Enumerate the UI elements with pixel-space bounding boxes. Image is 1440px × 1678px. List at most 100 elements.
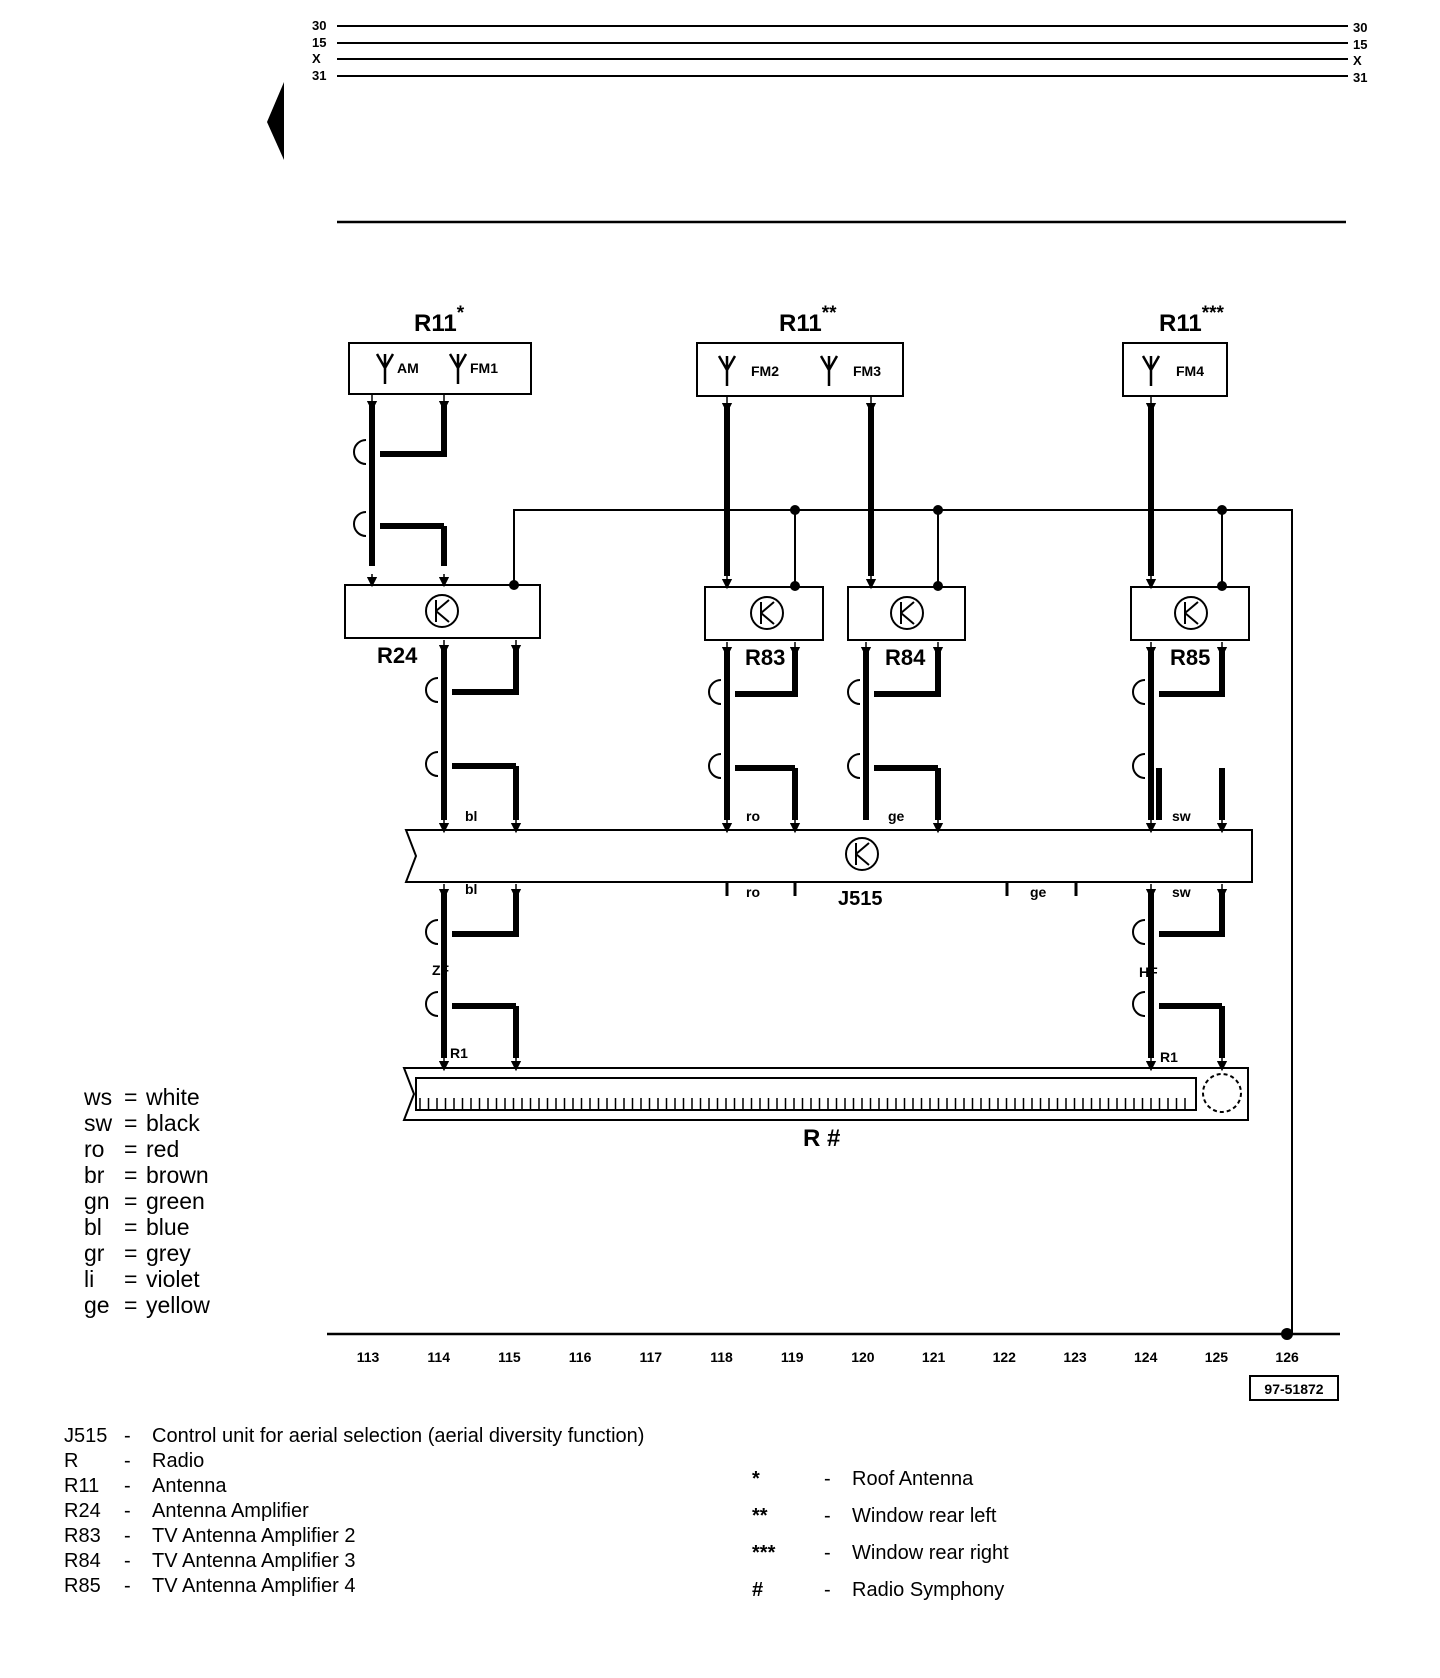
wire-color-label-bottom-ge: ge [1030,884,1047,900]
legend-code: gr [84,1240,105,1266]
legend-dash: - [824,1505,831,1527]
plug-label-r1-right: R1 [1160,1049,1178,1065]
legend-row: R-Radio [64,1449,644,1474]
position-label: 119 [781,1349,804,1365]
antenna-icon [448,353,468,384]
figure-id: 97-51872 [1264,1381,1323,1397]
legend-dash: - [824,1579,831,1601]
legend-row: ws = white [84,1084,210,1110]
antenna-fm4-label: FM4 [1176,363,1204,379]
legend-code: J515 [64,1425,108,1447]
amplifier-r85-label: R85 [1170,645,1210,670]
legend-eq: = [124,1162,138,1188]
legend-dash: - [124,1475,131,1497]
legend-color-name: violet [146,1266,200,1292]
rail-label-x-right: X [1353,53,1362,68]
rail-label-31-left: 31 [312,68,326,83]
page-back-arrow-icon[interactable] [267,82,284,160]
amplifier-r84-box [847,586,966,641]
legend-color-name: brown [146,1162,209,1188]
antenna-right-label: R11*** [1159,303,1224,337]
amplifier-icons [425,594,1208,630]
legend-eq: = [124,1214,138,1240]
radio-socket-icon [1202,1073,1242,1113]
legend-dash: - [124,1500,131,1522]
rail-label-30-right: 30 [1353,20,1367,35]
legend-code: R24 [64,1500,101,1522]
legend-code: ws [84,1084,113,1110]
legend-row: sw=black [84,1110,210,1136]
legend-code: li [84,1266,95,1292]
antenna-right-box [1122,342,1228,397]
radio-label: R # [803,1125,840,1152]
legend-symbol: # [752,1579,764,1601]
legend-desc: Radio Symphony [852,1579,1005,1601]
antenna-left-box [696,342,904,397]
rail-label-30-left: 30 [312,18,326,33]
coax-cables [369,404,1225,1058]
antenna-icon [819,355,839,386]
legend-row: gn = green [84,1188,210,1214]
position-label: 126 [1275,1349,1299,1365]
legend-code: R11 [64,1475,100,1497]
position-label: 123 [1063,1349,1087,1365]
j515-output-stubs [725,882,1078,896]
antenna-icon [717,355,737,386]
legend-row: # -Radio Symphony [752,1572,1009,1609]
wire-color-label-top-ge: ge [888,808,905,824]
legend-code: br [84,1162,105,1188]
legend-code: R84 [64,1550,101,1572]
legend-code: ge [84,1292,110,1318]
legend-eq: = [124,1266,138,1292]
legend-row: R24-Antenna Amplifier [64,1499,644,1524]
plug-label-r1-left: R1 [450,1045,468,1061]
symbol-legend: *-Roof Antenna **-Window rear left ***-W… [752,1461,1009,1609]
legend-color-name: red [146,1136,180,1162]
signal-arrows [366,394,1228,1072]
plug-label-zf: ZF [432,962,450,978]
wire-color-legend: ws = white sw=black ro=red br = brown gn = gre… [84,1084,210,1318]
legend-dash: - [824,1542,831,1564]
amplifier-r24-label: R24 [377,643,418,668]
position-label: 117 [640,1349,663,1365]
amplifier-r85-box [1130,586,1250,641]
legend-eq: = [124,1084,138,1110]
legend-dash: - [824,1468,831,1490]
transistor-icon [425,594,459,628]
supply-rails [337,25,1348,224]
position-label: 118 [710,1349,733,1365]
antenna-left-label: R11** [779,303,837,337]
legend-color-name: grey [146,1240,191,1266]
amplifier-r24-box [344,584,541,639]
radio-connector-strip [415,1077,1197,1111]
legend-desc: TV Antenna Amplifier 4 [152,1575,356,1597]
legend-row: gr=grey [84,1240,210,1266]
antenna-icon [375,353,395,384]
junction-dots [509,505,1293,1340]
legend-row: li = violet [84,1266,210,1292]
legend-desc: Radio [152,1450,205,1472]
rail-label-15-right: 15 [1353,37,1367,52]
legend-dash: - [124,1525,131,1547]
transistor-icon [750,596,784,630]
amplifier-r83-label: R83 [745,645,785,670]
legend-code: R85 [64,1575,101,1597]
legend-color-name: green [146,1188,205,1214]
antenna-fm2-label: FM2 [751,363,779,379]
transistor-icon [890,596,924,630]
wire-color-label-top-bl: bl [465,808,477,824]
legend-row: ro=red [84,1136,210,1162]
supply-wire [513,509,1293,1334]
plug-label-hf: HF [1139,964,1158,980]
antenna-roof-label: R11* [414,303,465,337]
legend-row: ***-Window rear right [752,1535,1009,1572]
position-label: 122 [993,1349,1017,1365]
legend-color-name: white [146,1084,200,1110]
legend-symbol: *** [752,1542,776,1564]
legend-code: gn [84,1188,110,1214]
amplifier-r83-box [704,586,824,641]
position-label: 115 [498,1349,521,1365]
transistor-icon [845,837,879,871]
legend-eq: = [124,1110,138,1136]
legend-eq: = [124,1188,138,1214]
